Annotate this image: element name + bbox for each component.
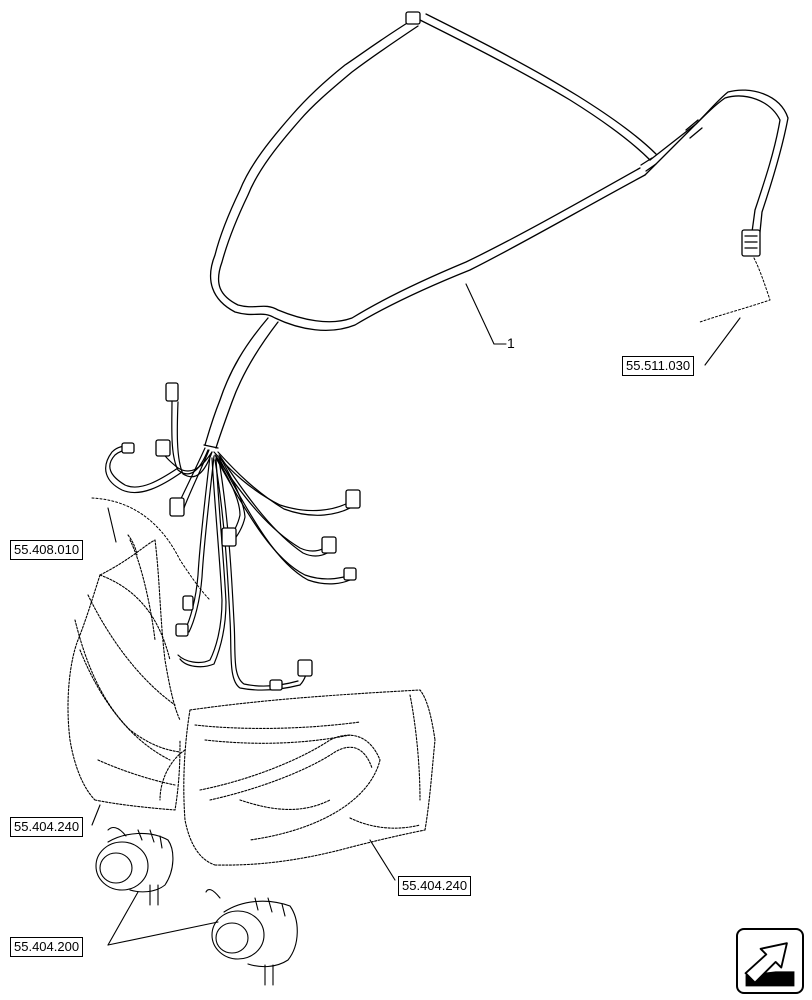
callout-55-404-200[interactable]: 55.404.200: [10, 937, 84, 957]
callout-55-404-240-right[interactable]: 55.404.240: [398, 876, 472, 896]
work-lamp-1: [95, 826, 174, 906]
next-page-button[interactable]: [736, 928, 804, 994]
item-1-label: 1: [507, 335, 515, 351]
callout-55-408-010[interactable]: 55.408.010: [10, 540, 84, 560]
work-lamp-2: [205, 888, 298, 986]
harness-connectors: [121, 11, 761, 691]
left-headlamp: [67, 534, 181, 811]
leader-lines: [91, 283, 741, 946]
arrow-glyph-icon: [744, 942, 795, 987]
callout-55-511-030[interactable]: 55.511.030: [622, 356, 695, 376]
dashed-leaders: [91, 257, 771, 601]
right-headlamp: [159, 689, 436, 866]
main-harness: [203, 13, 789, 449]
callout-55-404-240-left[interactable]: 55.404.240: [10, 817, 84, 837]
harness-branches: [105, 399, 355, 691]
